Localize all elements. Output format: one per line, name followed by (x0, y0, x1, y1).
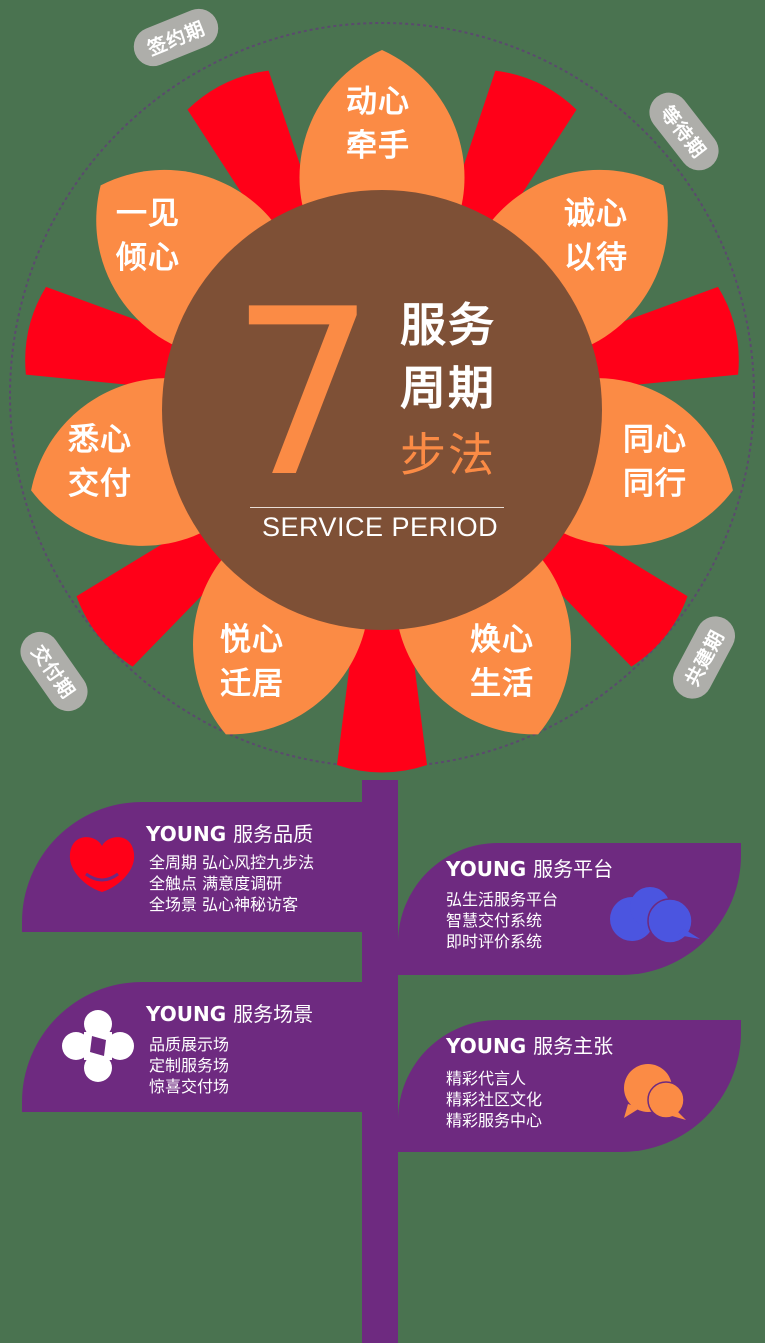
leaf-items: 精彩代言人 精彩社区文化 精彩服务中心 (446, 1068, 542, 1131)
heart-icon (68, 834, 136, 898)
leaf-service-platform: YOUNG 服务平台 弘生活服务平台 智慧交付系统 即时评价系统 (398, 843, 741, 975)
speech-bubbles-icon (620, 1062, 690, 1126)
center-title-line3: 步法 (400, 428, 496, 482)
step-count: 7 (230, 261, 377, 528)
leaf-items: 品质展示场 定制服务场 惊喜交付场 (149, 1034, 229, 1097)
petal-huanxin: 焕心生活 (470, 622, 534, 702)
leaf-item: 定制服务场 (149, 1056, 230, 1075)
leaf-service-proposition: YOUNG 服务主张 精彩代言人 精彩社区文化 精彩服务中心 (398, 1020, 741, 1152)
leaf-title: YOUNG 服务平台 (446, 857, 614, 881)
leaf-item: 即时评价系统 (446, 932, 543, 951)
cloud-chat-icon (608, 885, 703, 949)
leaf-item: 全周期 弘心风控九步法 (149, 853, 315, 872)
petal-dongxin: 动心牵手 (346, 84, 410, 164)
leaf-item: 精彩服务中心 (446, 1111, 543, 1130)
leaf-item: 智慧交付系统 (446, 911, 543, 930)
leaf-title: YOUNG 服务品质 (146, 822, 314, 846)
leaf-title: YOUNG 服务场景 (146, 1002, 314, 1026)
leaf-items: 弘生活服务平台 智慧交付系统 即时评价系统 (446, 889, 558, 952)
leaf-item: 惊喜交付场 (149, 1077, 230, 1096)
leaf-service-scene: YOUNG 服务场景 品质展示场 定制服务场 惊喜交付场 (22, 982, 362, 1112)
leaf-title: YOUNG 服务主张 (446, 1034, 614, 1058)
leaf-item: 全触点 满意度调研 (149, 874, 283, 893)
petal-tongxin: 同心同行 (623, 422, 687, 502)
petal-yijian: 一见倾心 (116, 196, 180, 276)
center-subtitle: SERVICE PERIOD (262, 512, 499, 542)
leaf-item: 精彩社区文化 (446, 1090, 543, 1109)
center-title-line2: 周期 (400, 361, 496, 415)
petal-chengxin: 诚心以待 (564, 196, 628, 276)
leaf-service-quality: YOUNG 服务品质 全周期 弘心风控九步法 全触点 满意度调研 全场景 弘心神… (22, 802, 362, 932)
divider (250, 507, 504, 508)
petal-yuexin: 悦心迁居 (220, 622, 284, 702)
leaf-item: 弘生活服务平台 (446, 890, 559, 909)
leaf-item: 全场景 弘心神秘访客 (149, 895, 299, 914)
leaf-items: 全周期 弘心风控九步法 全触点 满意度调研 全场景 弘心神秘访客 (149, 852, 314, 915)
stem (362, 780, 398, 1343)
clover-icon (62, 1010, 134, 1086)
center-disk (162, 190, 602, 630)
flower-diagram (9, 22, 755, 773)
leaf-item: 品质展示场 (149, 1035, 230, 1054)
leaf-item: 精彩代言人 (446, 1069, 527, 1088)
center-title-line1: 服务 (400, 298, 496, 352)
petal-xixin: 悉心交付 (68, 422, 132, 502)
